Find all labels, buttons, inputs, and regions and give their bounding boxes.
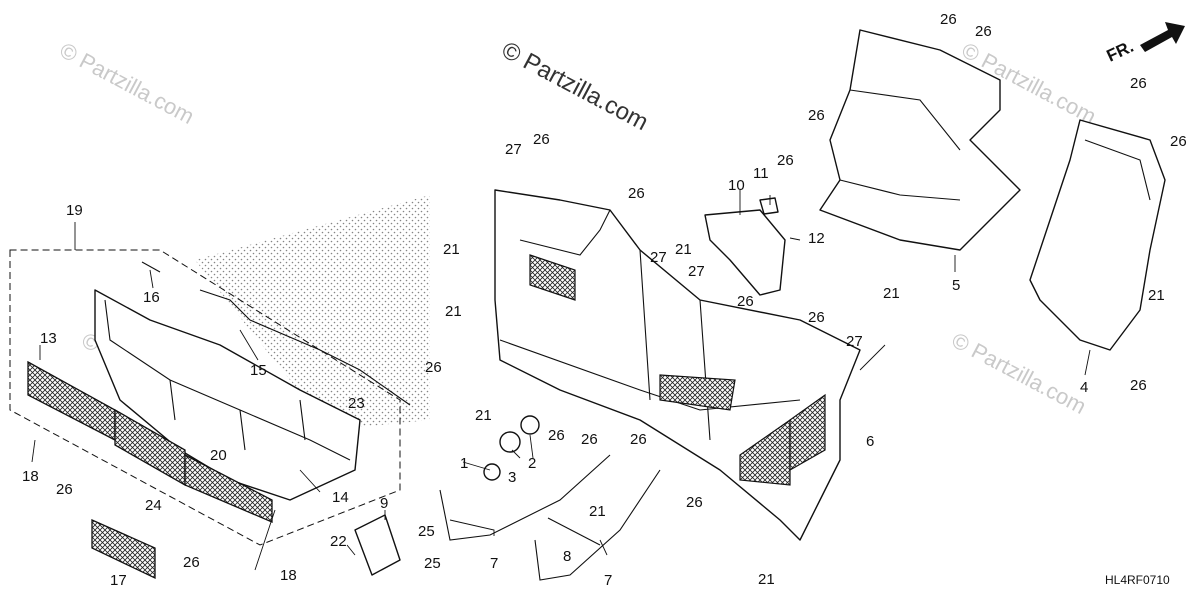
callout-27-a: 27	[505, 141, 522, 158]
part-cable-7-right	[534, 469, 661, 581]
callout-26-a: 26	[56, 481, 73, 498]
mesh-rear-center	[659, 374, 736, 411]
front-direction-arrow-icon: FR.	[1104, 22, 1185, 66]
part-socket-3	[499, 431, 521, 453]
part-clip-8	[547, 517, 601, 546]
callout-26-r: 26	[1130, 377, 1147, 394]
callout-26-j: 26	[808, 309, 825, 326]
callout-21-d: 21	[675, 241, 692, 258]
callout-7-left: 7	[490, 555, 498, 572]
callout-7-right: 7	[604, 572, 612, 589]
mesh-rear-side	[789, 393, 826, 472]
callout-21-g: 21	[589, 503, 606, 520]
callout-15: 15	[250, 362, 267, 379]
callout-3: 3	[508, 469, 516, 486]
callout-11: 11	[753, 165, 769, 182]
part-clip-11	[759, 197, 779, 215]
callout-2: 2	[528, 455, 536, 472]
callout-8: 8	[563, 548, 571, 565]
callout-25-b: 25	[424, 555, 441, 572]
callout-26-m: 26	[808, 107, 825, 124]
mesh-rear-left	[529, 254, 576, 301]
callout-26-p: 26	[1130, 75, 1147, 92]
part-clip-16	[141, 261, 161, 273]
callout-1: 1	[460, 455, 468, 472]
callout-24: 24	[145, 497, 162, 514]
callout-26-b: 26	[183, 554, 200, 571]
watermark-faint-3: © Partzilla.com	[948, 327, 1091, 419]
callout-21-h: 21	[758, 571, 775, 588]
callout-26-k: 26	[686, 494, 703, 511]
callout-20: 20	[210, 447, 227, 464]
cover-fabric-area	[195, 195, 430, 430]
watermark-faint-1: © Partzilla.com	[56, 37, 199, 129]
assembly-19-outline	[9, 249, 401, 546]
callout-26-n: 26	[940, 11, 957, 28]
callout-26-l: 26	[777, 152, 794, 169]
part-plug-1	[483, 463, 501, 481]
callout-26-h: 26	[630, 431, 647, 448]
callout-25-a: 25	[418, 523, 435, 540]
part-cable-15	[199, 289, 411, 406]
callout-26-i: 26	[737, 293, 754, 310]
part-mesh-17	[91, 518, 156, 580]
callout-26-q: 26	[1170, 133, 1187, 150]
callout-21-b: 21	[445, 303, 462, 320]
part-bracket-10	[704, 209, 786, 296]
mesh-rear-right	[739, 418, 791, 486]
callout-4: 4	[1080, 379, 1088, 396]
callout-21-a: 21	[443, 241, 460, 258]
callout-26-g: 26	[581, 431, 598, 448]
part-front-panel-13	[94, 289, 361, 501]
part-plate-9	[354, 514, 401, 576]
callout-26-c: 26	[425, 359, 442, 376]
leader-lines	[31, 190, 1091, 571]
callout-14: 14	[332, 489, 349, 506]
callout-26-o: 26	[975, 23, 992, 40]
callout-26-e: 26	[628, 185, 645, 202]
callout-13: 13	[40, 330, 57, 347]
callout-18-right: 18	[280, 567, 297, 584]
callout-10: 10	[728, 177, 745, 194]
callout-26-d: 26	[533, 131, 550, 148]
callout-27-c: 27	[688, 263, 705, 280]
callout-19: 19	[66, 202, 83, 219]
part-cable-7-left	[439, 454, 611, 541]
part-fender-5	[819, 29, 1021, 251]
diagram-code: HL4RF0710	[1105, 573, 1170, 587]
callout-17: 17	[110, 572, 127, 589]
callout-22: 22	[330, 533, 347, 550]
callout-21-f: 21	[1148, 287, 1165, 304]
part-cap-2	[520, 415, 540, 435]
callout-6: 6	[866, 433, 874, 450]
callouts: 1 2 3 4 5 6 7 7 8 9 10 11 12 13 14 15 16…	[22, 11, 1187, 589]
callout-21-c: 21	[475, 407, 492, 424]
callout-5: 5	[952, 277, 960, 294]
watermark-main: © Partzilla.com	[497, 36, 652, 136]
callout-23: 23	[348, 395, 365, 412]
grille-mesh-right	[184, 453, 273, 523]
callout-9: 9	[380, 495, 388, 512]
callout-27-d: 27	[846, 333, 863, 350]
grille-mesh-left	[27, 360, 116, 442]
part-side-panel-4	[1029, 119, 1166, 351]
callout-21-e: 21	[883, 285, 900, 302]
callout-27-b: 27	[650, 249, 667, 266]
callout-16: 16	[143, 289, 160, 306]
callout-18-left: 18	[22, 468, 39, 485]
callout-12: 12	[808, 230, 825, 247]
callout-26-f: 26	[548, 427, 565, 444]
front-direction-label: FR.	[1104, 37, 1137, 66]
